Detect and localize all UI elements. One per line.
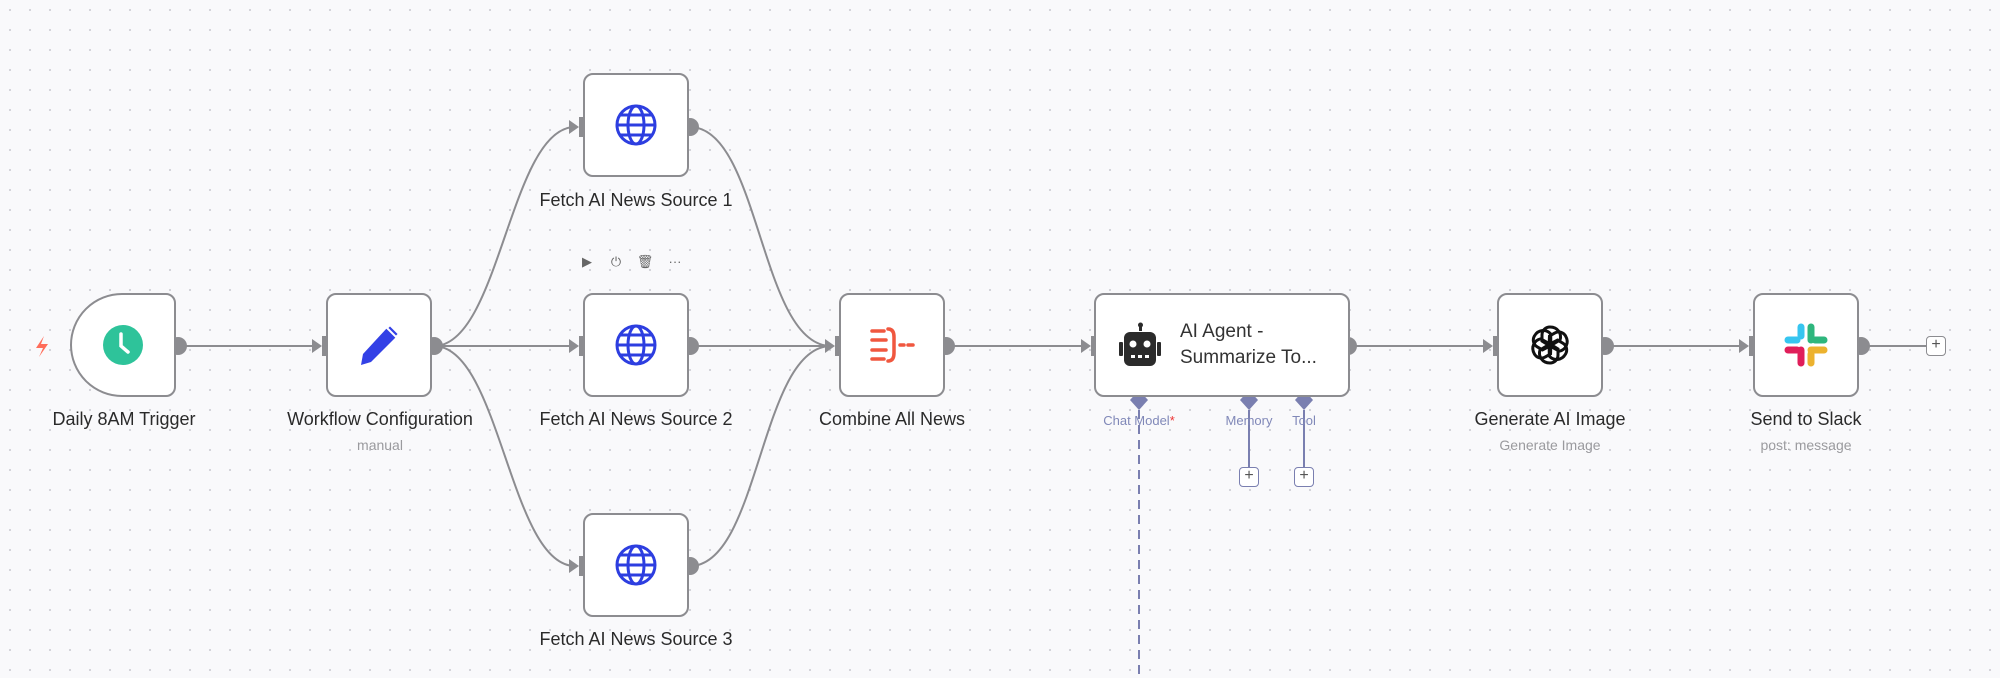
node-workflow-configuration[interactable]	[326, 293, 432, 397]
node-label: Daily 8AM Trigger	[52, 409, 196, 429]
node-subtitle: post: message	[1760, 437, 1852, 453]
edge-fetch1-combine	[689, 126, 832, 347]
power-icon[interactable]: ⏻	[610, 254, 622, 269]
node-label: Combine All News	[818, 409, 966, 429]
node-label: Fetch AI News Source 1	[539, 190, 733, 210]
more-icon[interactable]: ···	[668, 254, 682, 269]
agent-title: AI Agent -Summarize To...	[1180, 321, 1317, 368]
add-tool-button[interactable]: +	[1294, 467, 1314, 487]
merge-icon	[870, 327, 915, 363]
port-memory[interactable]: Memory	[1225, 413, 1273, 428]
node-combine-all-news[interactable]	[839, 293, 945, 397]
trigger-bolt-icon	[36, 336, 48, 357]
edge-config-fetch3	[433, 345, 576, 567]
node-ai-agent[interactable]: AI Agent -Summarize To...	[1094, 293, 1350, 397]
edge-config-fetch1	[433, 126, 576, 347]
globe-icon	[615, 544, 657, 586]
node-label: Fetch AI News Source 2	[539, 409, 733, 429]
node-daily-trigger[interactable]	[70, 293, 176, 397]
clock-icon	[103, 325, 143, 365]
play-icon[interactable]: ▶	[582, 254, 592, 269]
node-subtitle: Generate Image	[1499, 437, 1601, 453]
pencil-icon	[361, 323, 401, 365]
trash-icon[interactable]: 🗑	[636, 254, 654, 269]
edge-fetch3-combine	[689, 345, 832, 567]
node-label: Workflow Configuration	[287, 409, 473, 429]
robot-icon	[1119, 322, 1161, 366]
openai-icon	[1527, 325, 1573, 365]
slack-icon	[1784, 323, 1828, 367]
node-label: Generate AI Image	[1474, 409, 1626, 429]
node-fetch-source-1[interactable]	[583, 73, 689, 177]
node-fetch-source-2[interactable]	[583, 293, 689, 397]
node-fetch-source-3[interactable]	[583, 513, 689, 617]
node-send-to-slack[interactable]	[1753, 293, 1859, 397]
node-generate-ai-image[interactable]	[1497, 293, 1603, 397]
node-label: Send to Slack	[1750, 409, 1862, 429]
port-chat-model[interactable]: Chat Model*	[1103, 413, 1175, 428]
globe-icon	[615, 324, 657, 366]
add-memory-button[interactable]: +	[1239, 467, 1259, 487]
add-node-button[interactable]: +	[1926, 336, 1946, 356]
node-label: Fetch AI News Source 3	[539, 629, 733, 649]
port-tool[interactable]: Tool	[1292, 413, 1316, 428]
globe-icon	[615, 104, 657, 146]
node-subtitle: manual	[357, 437, 403, 453]
